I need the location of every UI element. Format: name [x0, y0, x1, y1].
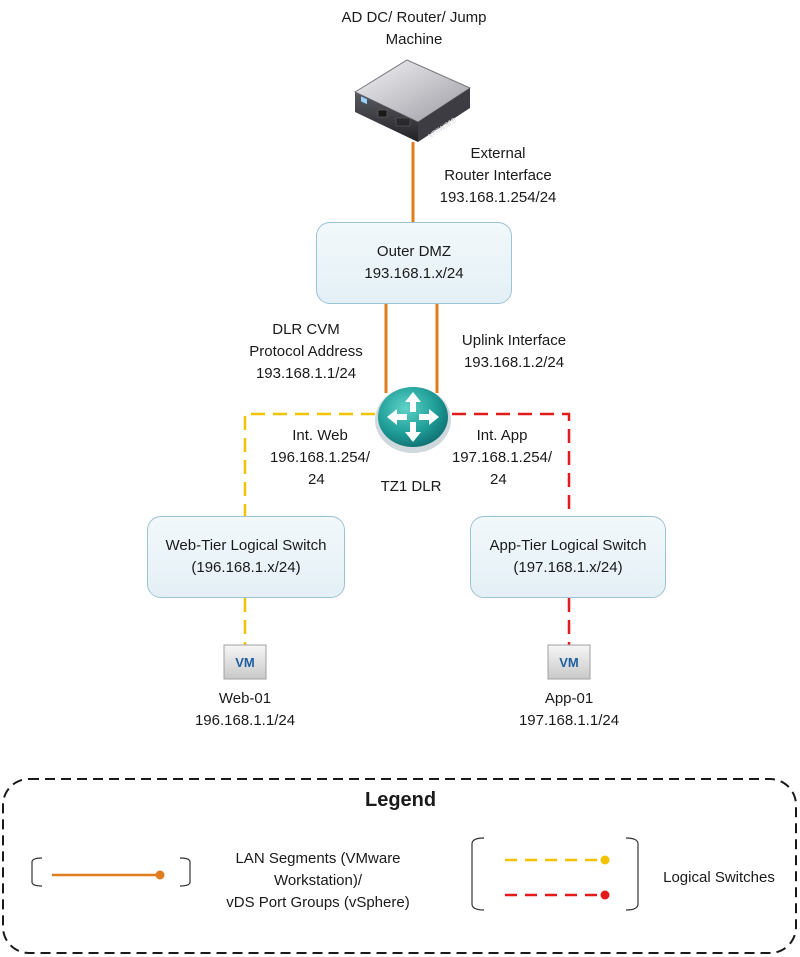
router-label: TZ1 DLR — [380, 478, 442, 495]
app-tier-switch-title: App-Tier Logical Switch — [489, 537, 647, 554]
uplink-line1: Uplink Interface — [461, 332, 567, 349]
external-interface-line2: Router Interface — [444, 167, 552, 184]
server-label: AD DC/ Router/ Jump Machine — [300, 7, 528, 51]
external-interface-line1: External — [470, 145, 526, 162]
server-label-line2: Machine — [385, 31, 443, 48]
web-vm-label: Web-01 196.168.1.1/24 — [175, 688, 315, 732]
dlr-cvm-line2: Protocol Address — [249, 343, 363, 360]
outer-dmz-box: Outer DMZ 193.168.1.x/24 — [316, 222, 512, 304]
app-tier-switch-box: App-Tier Logical Switch (197.168.1.x/24) — [470, 516, 666, 598]
int-app-line2: 197.168.1.254/ — [451, 449, 553, 466]
external-interface-label: External Router Interface 193.168.1.254/… — [428, 143, 568, 209]
uplink-label: Uplink Interface 193.168.1.2/24 — [448, 330, 580, 374]
legend-title: Legend — [365, 789, 437, 811]
int-web-label: Int. Web 196.168.1.254/ 24 — [254, 425, 386, 491]
legend-frame — [2, 778, 797, 954]
external-interface-ip: 193.168.1.254/24 — [439, 189, 557, 206]
app-tier-switch-subnet: (197.168.1.x/24) — [513, 559, 623, 576]
int-app-line1: Int. App — [476, 427, 528, 444]
app-vm-label: App-01 197.168.1.1/24 — [499, 688, 639, 732]
app-vm-icon: VM — [547, 644, 591, 680]
int-web-line2: 196.168.1.254/ — [269, 449, 371, 466]
legend-lan-line2: Workstation)/ — [273, 872, 363, 889]
web-tier-switch-box: Web-Tier Logical Switch (196.168.1.x/24) — [147, 516, 345, 598]
dlr-cvm-label: DLR CVM Protocol Address 193.168.1.1/24 — [236, 319, 376, 385]
uplink-ip: 193.168.1.2/24 — [463, 354, 565, 371]
outer-dmz-subnet: 193.168.1.x/24 — [364, 265, 464, 282]
web-logical-link — [243, 412, 375, 516]
router-icon — [375, 387, 451, 453]
web-vm-icon: VM — [223, 644, 267, 680]
legend-lan-line1: LAN Segments (VMware — [235, 850, 401, 867]
server-icon: vmware — [353, 59, 472, 142]
int-web-line1: Int. Web — [292, 427, 348, 444]
app-logical-link — [452, 412, 571, 516]
outer-dmz-title: Outer DMZ — [376, 243, 452, 260]
svg-text:VM: VM — [235, 655, 255, 670]
server-label-line1: AD DC/ Router/ Jump — [341, 9, 487, 26]
web-tier-switch-title: Web-Tier Logical Switch — [165, 537, 327, 554]
dlr-cvm-ip: 193.168.1.1/24 — [255, 365, 357, 382]
app-vm-name: App-01 — [544, 690, 594, 707]
legend-lan-line3: vDS Port Groups (vSphere) — [226, 894, 410, 911]
dlr-cvm-line1: DLR CVM — [272, 321, 340, 338]
legend-logical-label: Logical Switches — [663, 869, 775, 886]
legend-lan-sample — [31, 857, 191, 887]
app-vm-ip: 197.168.1.1/24 — [518, 712, 620, 729]
svg-text:VM: VM — [559, 655, 579, 670]
legend-logical-sample — [471, 837, 639, 911]
int-app-line3: 24 — [490, 471, 507, 488]
legend-lan-label: LAN Segments (VMware Workstation)/ vDS P… — [196, 848, 440, 914]
web-tier-switch-subnet: (196.168.1.x/24) — [191, 559, 301, 576]
web-vm-name: Web-01 — [218, 690, 272, 707]
int-app-label: Int. App 197.168.1.254/ 24 — [438, 425, 566, 491]
web-vm-ip: 196.168.1.1/24 — [194, 712, 296, 729]
int-web-line3: 24 — [308, 471, 325, 488]
